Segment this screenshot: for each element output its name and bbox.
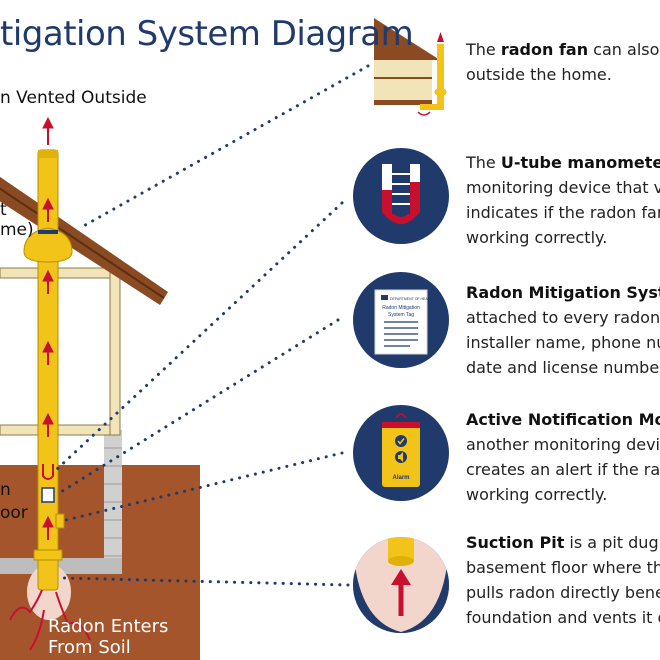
- desc-radon-fan-term: radon fan: [500, 40, 589, 59]
- basement-floor: [0, 558, 122, 574]
- system-tag-icon: DEPARTMENT OF HEALTH Radon Mitigation Sy…: [353, 272, 449, 368]
- desc-system-tag-term: Radon Mitigation Systen: [466, 283, 660, 302]
- alarm-label-text: Alarm: [392, 475, 409, 481]
- foundation-wall: [104, 430, 122, 570]
- connector-lines: [54, 64, 370, 587]
- desc-suction-pit: Suction Pit is a pit dug b basement floo…: [466, 533, 660, 627]
- house-frame: [0, 267, 121, 436]
- manometer-label-fragment: n: [0, 480, 11, 500]
- tag-logo-text: DEPARTMENT OF HEALTH: [390, 297, 435, 301]
- pipe-tag: [41, 487, 55, 503]
- vent-pipe: [23, 149, 73, 591]
- desc-active-notification-term: Active Notification Mon: [466, 410, 660, 429]
- tag-line1-text: Radon Mitigation: [382, 305, 420, 311]
- radon-squiggles: [9, 589, 91, 651]
- tag-line2-text: System Tag: [388, 312, 414, 318]
- suction-pit-icon: [353, 537, 449, 633]
- soil-label-line1: Radon Enters: [48, 616, 169, 637]
- alarm-icon: Alarm: [353, 405, 449, 501]
- desc-u-tube-term: U-tube manometer: [500, 153, 660, 172]
- desc-radon-fan: The radon fan can also b outside the hom…: [466, 40, 660, 84]
- radon-fan: [23, 227, 73, 263]
- pipe-alarm: [55, 513, 65, 529]
- desc-u-tube-manometer: The U-tube manometer monitoring device t…: [466, 150, 660, 250]
- desc-suction-pit-term: Suction Pit: [466, 533, 565, 552]
- diagram-title: tigation System Diagram: [0, 14, 414, 54]
- pipe-manometer: [42, 464, 54, 480]
- house-fan-icon: [374, 18, 447, 116]
- soil-label-line2: From Soil: [48, 637, 131, 658]
- desc-active-notification: Active Notification Mon another monitori…: [466, 407, 660, 507]
- vented-label: n Vented Outside: [0, 88, 147, 108]
- manometer-icon: [353, 148, 449, 244]
- flow-arrows: [42, 116, 54, 540]
- desc-system-tag: Radon Mitigation Systen attached to ever…: [466, 280, 660, 380]
- floor-label-fragment: oor: [0, 503, 28, 523]
- fan-label-fragment-2: me): [0, 220, 34, 240]
- fan-label-fragment-1: t: [0, 200, 7, 220]
